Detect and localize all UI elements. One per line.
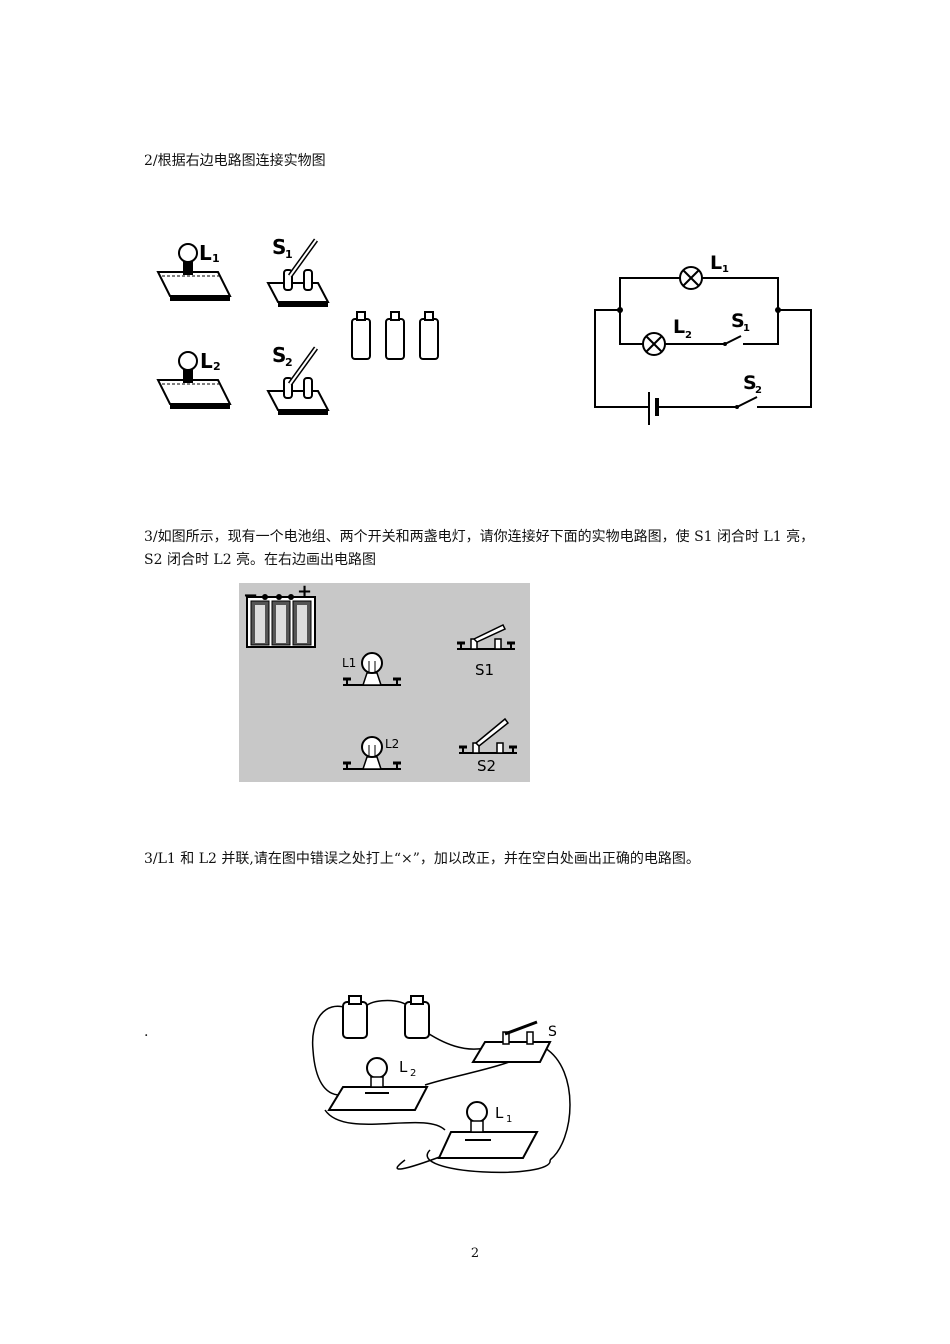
junction-right (775, 307, 781, 313)
schematic-l1-subscript: 1 (722, 264, 729, 275)
wired-batteries (342, 995, 430, 1039)
switch-s1-label: S (272, 235, 286, 259)
switch-s2-symbol: S 2 (735, 372, 762, 409)
schematic-s1-label: S (731, 310, 745, 332)
lamp-l2-label: L (200, 349, 213, 373)
circuit-wires (594, 277, 812, 408)
lamp-l1-subscript: 1 (212, 252, 220, 265)
panel-lamp-l1: L1 (342, 652, 401, 686)
wired-lamp-l1: L 1 (437, 1101, 539, 1159)
battery-pack: − + (243, 581, 316, 648)
panel-switch-s2: S2 (459, 717, 517, 775)
schematic-l1-label: L (710, 252, 722, 274)
lamp-l1-symbol: L 1 (679, 252, 729, 290)
schematic-l2-subscript: 2 (685, 330, 692, 341)
switch-s1-component: S 1 (266, 235, 330, 307)
switch-s2-label: S (272, 343, 286, 367)
lamp-l2-symbol: L 2 (642, 316, 692, 356)
question-2-text: 2/根据右边电路图连接实物图 (144, 153, 326, 169)
switch-s2-subscript: 2 (285, 356, 293, 369)
physical-components-figure: L 1 S 1 L 2 S 2 (156, 235, 439, 415)
schematic-s1-subscript: 1 (743, 323, 750, 334)
lamp-l1-label: L (199, 241, 212, 265)
panel-switch-s1: S1 (457, 624, 515, 679)
lamp-l1-component: L 1 (156, 241, 232, 301)
panel-s2-label: S2 (477, 757, 496, 775)
wired-l2-label: L (399, 1058, 408, 1076)
wired-switch-s-label: S (548, 1024, 557, 1040)
wired-l2-subscript: 2 (410, 1068, 416, 1079)
switch-s1-symbol: S 1 (723, 310, 750, 346)
panel-l1-label: L1 (342, 656, 356, 670)
wired-l1-label: L (495, 1104, 504, 1122)
battery-plus-label: + (297, 581, 312, 602)
question-3a-text: 3/如图所示，现有一个电池组、两个开关和两盏电灯，请你连接好下面的实物电路图，使… (144, 529, 815, 568)
switch-s1-subscript: 1 (285, 248, 293, 261)
lamp-l2-subscript: 2 (213, 360, 221, 373)
circuit-diagram: L 1 L 2 S 1 S 2 (594, 252, 812, 425)
battery-cells (351, 311, 439, 360)
gray-panel-figure: − + L1 S1 L2 (239, 581, 530, 782)
battery-minus-label: − (243, 585, 258, 606)
lamp-l2-component: L 2 (156, 349, 232, 409)
schematic-s2-subscript: 2 (755, 385, 762, 396)
schematic-l2-label: L (673, 316, 685, 338)
panel-lamp-l2: L2 (343, 736, 401, 770)
battery-symbol (648, 392, 659, 425)
junction-left (617, 307, 623, 313)
wired-switch-s: S (471, 1020, 557, 1063)
schematic-s2-label: S (743, 372, 757, 394)
wired-circuit-figure: S L 2 L 1 (311, 995, 571, 1174)
question-3b-text: 3/L1 和 L2 并联,请在图中错误之处打上“×”，加以改正，并在空白处画出正… (144, 851, 700, 867)
panel-l2-label: L2 (385, 737, 399, 751)
switch-s2-component: S 2 (266, 343, 330, 415)
wired-l1-subscript: 1 (506, 1114, 512, 1125)
panel-s1-label: S1 (475, 661, 494, 679)
page-number: 2 (470, 1246, 480, 1261)
stray-dot: . (144, 1024, 149, 1040)
wired-lamp-l2: L 2 (327, 1057, 429, 1111)
